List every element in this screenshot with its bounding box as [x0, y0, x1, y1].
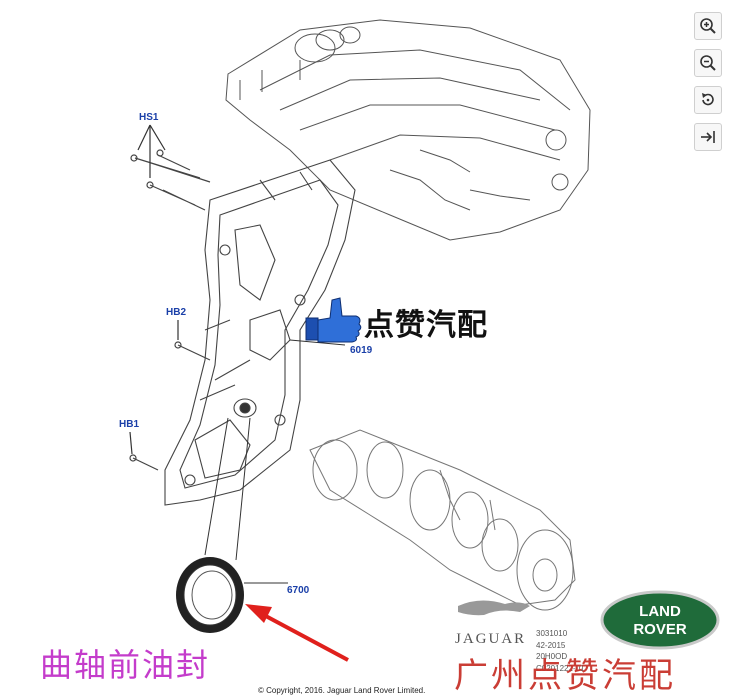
rotate-button[interactable] — [694, 86, 722, 114]
callout-hs1: HS1 — [139, 112, 159, 123]
callout-hb2: HB2 — [166, 307, 187, 318]
bolt-hb1 — [129, 431, 159, 471]
callout-6019: 6019 — [350, 345, 373, 356]
callout-6700: 6700 — [287, 585, 310, 596]
valve-cover-drawing — [225, 19, 591, 241]
jaguar-wordmark: JAGUAR — [455, 631, 526, 647]
code-line: C0201222-01 — [536, 663, 585, 673]
land-rover-logo: LAND ROVER — [600, 590, 720, 650]
copyright-notice: © Copyright, 2016. Jaguar Land Rover Lim… — [258, 686, 426, 695]
jaguar-logo: JAGUAR — [455, 600, 530, 647]
part-caption: 曲轴前油封 — [40, 646, 211, 684]
fit-to-window-button[interactable] — [694, 123, 722, 151]
crankshaft-drawing — [309, 429, 576, 611]
viewer-toolbar — [694, 12, 724, 160]
brand-overlay-text: 点赞汽配 — [364, 308, 488, 343]
code-line: 3031010 — [536, 629, 568, 638]
crank-front-oil-seal — [176, 417, 288, 633]
code-line: 42-2015 — [536, 640, 566, 650]
bolt-set-hs1 — [130, 124, 211, 211]
zoom-in-button[interactable] — [694, 12, 722, 40]
callout-hb1: HB1 — [119, 419, 140, 430]
drawing-codes: 3031010 42-2015 20H0OD C0201222-01 — [536, 628, 584, 674]
zoom-in-icon — [700, 18, 716, 34]
thumbs-up-icon — [305, 297, 362, 343]
code-line: 20H0OD — [536, 652, 568, 661]
land-rover-line2: ROVER — [633, 621, 687, 638]
zoom-out-icon — [700, 55, 716, 71]
zoom-out-button[interactable] — [694, 49, 722, 77]
fit-to-window-icon — [701, 131, 715, 143]
timing-cover-drawing — [164, 159, 356, 506]
red-pointer-arrow — [245, 604, 349, 662]
bolt-hb2 — [174, 320, 211, 361]
rotate-icon — [702, 93, 714, 106]
land-rover-line1: LAND — [639, 603, 681, 620]
shop-watermark: 广州点赞汽配 — [454, 656, 676, 696]
